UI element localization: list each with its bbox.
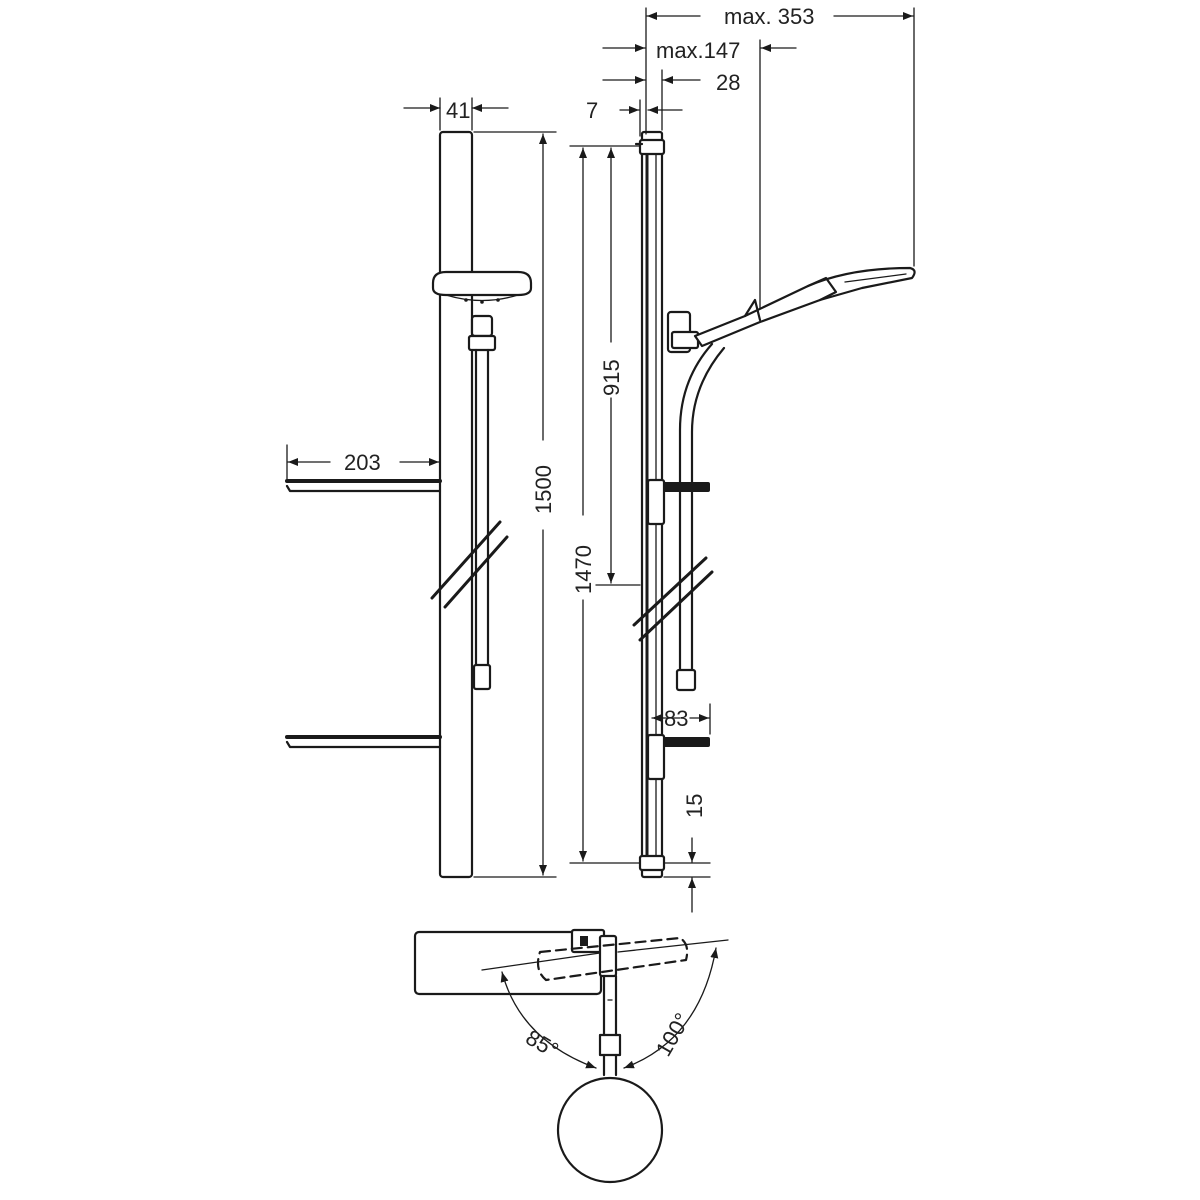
dim-max-147: max.147: [602, 38, 797, 309]
dim-max-353-label: max. 353: [724, 4, 815, 29]
side-shelf-top: [662, 482, 710, 492]
dim-15-label: 15: [682, 794, 707, 818]
dim-203-label: 203: [344, 450, 381, 475]
side-view: [632, 130, 916, 879]
front-view: [285, 130, 533, 879]
top-shower-head: [556, 1076, 664, 1184]
dim-28: 28: [602, 69, 740, 131]
dim-max-147-label: max.147: [656, 38, 740, 63]
dim-915-label: 915: [599, 359, 624, 396]
dim-41-label: 41: [446, 98, 470, 123]
dim-max-353: max. 353: [645, 4, 915, 267]
front-hand-shower: [431, 270, 533, 297]
side-hose: [678, 342, 714, 672]
dim-41: 41: [403, 97, 509, 131]
dim-7: 7: [586, 98, 683, 137]
dim-1470: 1470: [569, 145, 641, 864]
angle-100-label: 100°: [651, 1009, 695, 1061]
front-hose: [474, 348, 490, 667]
front-holder: [470, 314, 494, 338]
side-break-line: [632, 556, 708, 627]
side-shelf-bottom: [662, 737, 710, 747]
side-hand-shower: [693, 266, 916, 348]
angle-85-arc: [500, 971, 597, 1069]
dim-28-label: 28: [716, 70, 740, 95]
top-arm: [602, 974, 618, 1037]
dim-7-label: 7: [586, 98, 598, 123]
dim-203: 203: [286, 444, 440, 480]
front-break-line: [430, 520, 502, 600]
angle-100-arc: [623, 947, 719, 1069]
top-view: 85° 100°: [413, 928, 729, 1184]
dim-1500-label: 1500: [531, 465, 556, 514]
dim-15: 15: [663, 794, 711, 913]
front-wall-bar: [438, 130, 474, 879]
dim-915: 915: [595, 147, 641, 586]
dim-1470-label: 1470: [571, 545, 596, 594]
dim-83: 83: [651, 703, 711, 735]
angle-85-label: 85°: [522, 1025, 563, 1063]
dim-1500: 1500: [473, 131, 557, 878]
dim-83-label: 83: [664, 706, 688, 731]
